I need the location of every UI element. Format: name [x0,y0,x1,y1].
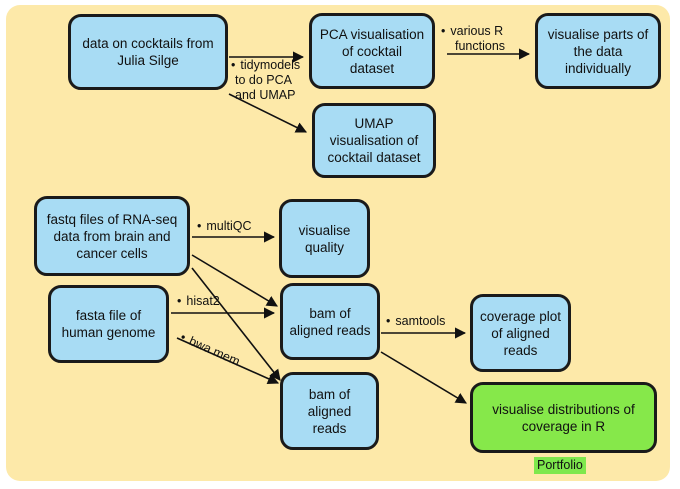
label-tidymodels: • tidymodels to do PCA and UMAP [231,58,300,103]
label-tidymodels-line-3: and UMAP [235,88,296,102]
node-fastq: fastq files of RNA-seq data from brain a… [34,196,190,276]
label-various-r-line-2: functions [455,39,506,53]
label-various-r-line-1: various R [450,24,504,38]
label-hisat2-text: hisat2 [186,294,220,308]
node-visualise-quality: visualise quality [279,199,370,278]
label-hisat2: • hisat2 [177,294,220,309]
label-samtools: • samtools [386,314,445,329]
node-umap: UMAP visualisation of cocktail dataset [312,103,436,178]
label-multiqc-text: multiQC [206,219,252,233]
node-pca: PCA visualisation of cocktail dataset [309,13,435,89]
portfolio-tag: Portfolio [534,457,586,474]
label-multiqc: • multiQC [197,219,252,234]
node-bam-2: bam of aligned reads [280,372,379,450]
bullet: • [177,294,182,308]
bullet: • [231,58,236,72]
node-distributions: visualise distributions of coverage in R [470,382,657,453]
node-visualise-parts: visualise parts of the data individually [535,13,661,89]
bullet: • [441,24,446,38]
bullet: • [386,314,391,328]
node-bam-1: bam of aligned reads [280,283,380,360]
label-tidymodels-line-1: tidymodels [240,58,301,72]
node-coverage-plot: coverage plot of aligned reads [470,294,571,372]
node-fasta: fasta file of human genome [48,285,169,363]
label-various-r: • various R functions [441,24,505,54]
bullet: • [197,219,202,233]
node-cocktail-data: data on cocktails from Julia Silge [68,14,228,90]
label-tidymodels-line-2: to do PCA [235,73,292,87]
label-samtools-text: samtools [395,314,446,328]
